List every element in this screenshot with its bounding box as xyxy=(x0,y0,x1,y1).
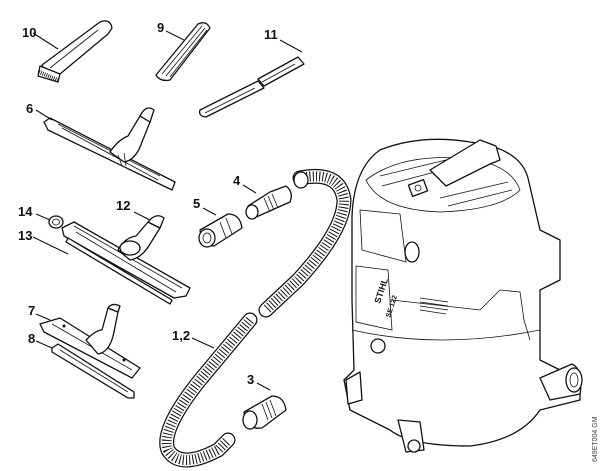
leader-12 xyxy=(133,211,151,221)
callout-1-2: 1,2 xyxy=(172,328,190,343)
callout-10: 10 xyxy=(22,25,36,40)
part-crevice-nozzle xyxy=(155,22,211,82)
leader-7 xyxy=(35,313,51,321)
callout-8: 8 xyxy=(28,331,35,346)
part-suction-hose xyxy=(159,168,352,468)
part-adapter-5 xyxy=(198,213,243,248)
callout-labels: 10 9 11 6 14 12 13 5 4 7 8 1,2 3 xyxy=(18,20,278,387)
part-floor-nozzle-6 xyxy=(43,107,176,191)
part-wet-floor-nozzle xyxy=(48,215,191,305)
leader-10 xyxy=(32,32,59,50)
leader-6 xyxy=(35,109,53,121)
leader-1-2 xyxy=(191,337,215,349)
leader-13 xyxy=(32,236,69,255)
callout-11: 11 xyxy=(264,27,278,42)
callout-14: 14 xyxy=(18,204,33,219)
callout-3: 3 xyxy=(247,372,254,387)
leader-lines xyxy=(32,30,303,391)
part-brush-nozzle xyxy=(37,20,113,83)
leader-11 xyxy=(279,39,303,53)
vacuum-cleaner-body: STIHL SE 122 xyxy=(343,138,583,453)
callout-12: 12 xyxy=(116,198,130,213)
leader-9 xyxy=(165,30,185,41)
part-extension-tubes xyxy=(198,56,305,118)
part-hose-connector-3 xyxy=(242,395,287,430)
part-insert-strip-8 xyxy=(51,343,135,399)
reference-code: 649ET004 GM xyxy=(592,416,599,462)
leader-8 xyxy=(35,340,53,349)
part-floor-nozzle-7 xyxy=(39,303,141,379)
leader-14 xyxy=(35,213,51,221)
callout-5: 5 xyxy=(193,196,200,211)
callout-9: 9 xyxy=(157,20,164,35)
callout-4: 4 xyxy=(233,173,241,188)
callout-13: 13 xyxy=(18,228,32,243)
leader-5 xyxy=(202,207,217,216)
leader-4 xyxy=(242,184,257,194)
leader-3 xyxy=(256,382,271,391)
callout-7: 7 xyxy=(28,303,35,318)
part-adapter-4 xyxy=(245,185,292,220)
callout-6: 6 xyxy=(26,101,33,116)
